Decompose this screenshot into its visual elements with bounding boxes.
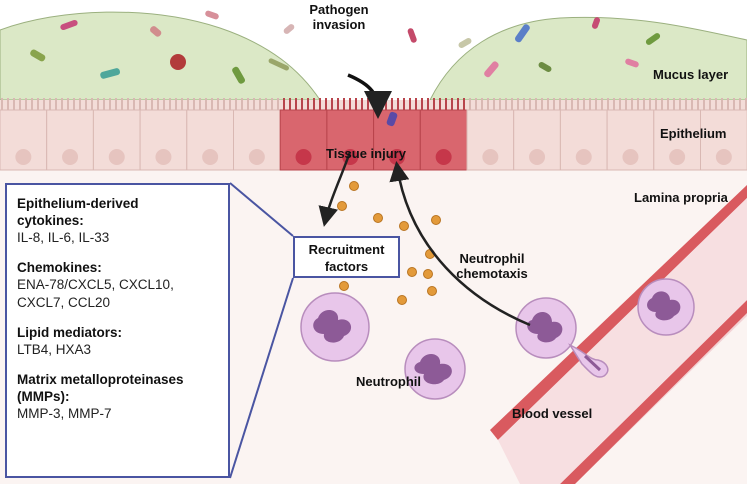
migrating-neutrophil bbox=[515, 297, 609, 378]
neutrophil-label: Neutrophil bbox=[356, 374, 421, 389]
bacterium bbox=[100, 68, 121, 79]
bacterium bbox=[514, 24, 530, 43]
factor-section-lipids: Lipid mediators: LTB4, HXA3 bbox=[17, 324, 228, 359]
cell-nucleus bbox=[529, 149, 546, 165]
epithelial-cell bbox=[233, 109, 281, 171]
section-title: Epithelium-derived cytokines: bbox=[17, 196, 139, 228]
cell-nucleus bbox=[435, 149, 452, 165]
section-body: LTB4, HXA3 bbox=[17, 342, 92, 357]
cell-nucleus bbox=[575, 149, 592, 165]
tissue-injury-label: Tissue injury bbox=[326, 146, 406, 161]
mucus-layer-right bbox=[429, 16, 747, 101]
bacterium bbox=[458, 38, 472, 48]
cell-nucleus bbox=[202, 149, 219, 165]
cell-nucleus bbox=[295, 149, 312, 165]
section-body: IL-8, IL-6, IL-33 bbox=[17, 230, 110, 245]
mucus-layer-label: Mucus layer bbox=[653, 67, 729, 82]
recruitment-arrow bbox=[318, 151, 352, 227]
bacterium bbox=[625, 58, 639, 68]
chemotaxis-arrow bbox=[389, 161, 531, 327]
section-body: ENA-78/CXCL5, CXCL10, CXCL7, CCL20 bbox=[17, 277, 174, 310]
bacterium bbox=[150, 26, 162, 37]
cell-nucleus bbox=[15, 149, 32, 165]
lamina-propria-label: Lamina propria bbox=[634, 190, 728, 205]
epithelium-layer bbox=[0, 98, 747, 171]
neutrophil-cell bbox=[404, 338, 466, 400]
blood-vessel-label: Blood vessel bbox=[512, 406, 593, 421]
cell-nucleus bbox=[622, 149, 639, 165]
factor-list-box: Epithelium-derived cytokines: IL-8, IL-6… bbox=[5, 183, 230, 478]
cell-nucleus bbox=[155, 149, 172, 165]
callout-line bbox=[229, 182, 294, 237]
section-title: Chemokines: bbox=[17, 260, 102, 275]
cell-nucleus bbox=[482, 149, 499, 165]
section-title: Matrix metalloproteinases (MMPs): bbox=[17, 372, 184, 404]
recruitment-factors-box: Recruitment factors bbox=[293, 236, 400, 278]
mucus-layer-left bbox=[0, 11, 321, 101]
bacterium bbox=[538, 62, 552, 72]
bacteria-group bbox=[30, 10, 661, 127]
section-body: MMP-3, MMP-7 bbox=[17, 406, 112, 421]
cell-nucleus bbox=[388, 149, 405, 165]
epithelium-label: Epithelium bbox=[660, 126, 727, 141]
bacterium bbox=[407, 28, 417, 43]
neutrophil-in-vessel bbox=[637, 278, 695, 336]
cell-nucleus bbox=[62, 149, 79, 165]
cell-nucleus bbox=[108, 149, 125, 165]
cell-nucleus bbox=[715, 149, 732, 165]
bacterium bbox=[268, 58, 289, 71]
bacterium bbox=[205, 10, 219, 20]
bacterium bbox=[283, 24, 295, 34]
factor-section-cytokines: Epithelium-derived cytokines: IL-8, IL-6… bbox=[17, 195, 228, 247]
factor-section-mmps: Matrix metalloproteinases (MMPs): MMP-3,… bbox=[17, 371, 228, 423]
callout-line bbox=[229, 277, 294, 479]
bacterium bbox=[484, 61, 499, 78]
neutrophil-chemotaxis-label: Neutrophil chemotaxis bbox=[456, 251, 528, 281]
bacterium bbox=[60, 19, 78, 31]
pathogen-invasion-arrow bbox=[347, 73, 392, 119]
factor-section-chemokines: Chemokines: ENA-78/CXCL5, CXCL10, CXCL7,… bbox=[17, 259, 228, 312]
neutrophil-cell bbox=[300, 292, 370, 362]
bacterium bbox=[591, 17, 601, 29]
chemokine-dots bbox=[337, 181, 441, 323]
cell-nucleus bbox=[248, 149, 265, 165]
bacterium bbox=[645, 33, 661, 45]
pathogen-invasion-label: Pathogen invasion bbox=[309, 2, 369, 32]
bacterium bbox=[30, 49, 46, 62]
bacterium bbox=[232, 66, 245, 84]
cell-nucleus bbox=[669, 149, 686, 165]
bacterium bbox=[170, 54, 186, 70]
section-title: Lipid mediators: bbox=[17, 325, 123, 340]
